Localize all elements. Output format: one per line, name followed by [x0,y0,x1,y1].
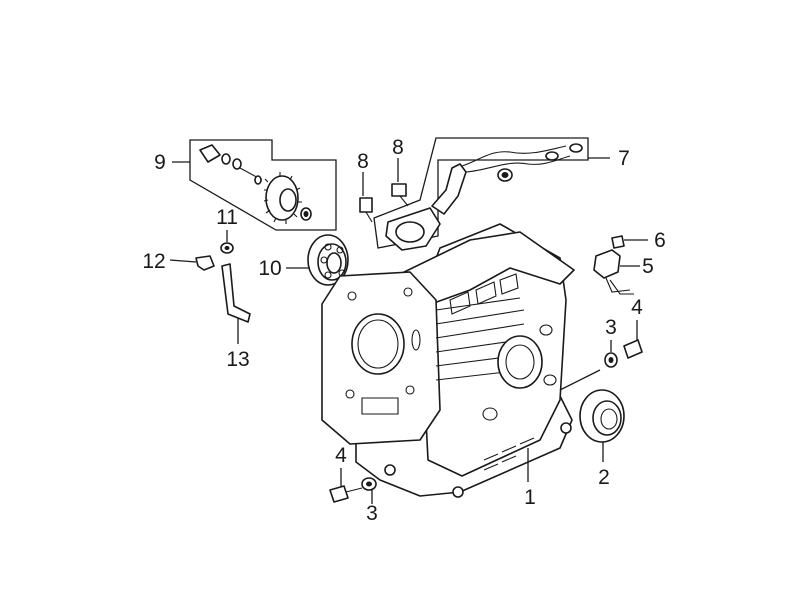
callout-8-right: 8 [392,136,404,159]
retaining-clip [195,255,215,271]
ball-bearing [307,234,349,286]
callout-9: 9 [154,151,166,174]
governor-arm [221,263,251,323]
callout-7: 7 [618,147,630,170]
washer-3-left [361,477,377,504]
callout-10: 10 [258,257,281,280]
governor-assembly [199,144,312,224]
bolt-4-left [329,468,363,503]
callout-4-right: 4 [631,296,643,319]
crankcase [321,223,575,498]
oil-seal [579,389,625,443]
leader-crankcase-to-seal [559,369,601,391]
bolt-4-right [623,320,643,359]
governor-group-bracket [189,139,337,231]
oil-level-sensor [385,143,583,251]
callout-4-left: 4 [335,444,347,467]
callout-5: 5 [642,255,654,278]
bolt-8-right [391,158,409,207]
bolt-8-left [359,172,373,223]
callout-3-right: 3 [605,316,617,339]
bolt-6 [611,235,648,249]
callout-11: 11 [216,206,238,229]
callout-2: 2 [598,466,610,489]
callout-6: 6 [654,229,666,252]
callout-12: 12 [142,250,165,273]
callout-1: 1 [524,486,536,509]
leader-12 [169,259,197,263]
callout-8-left: 8 [357,150,369,173]
callout-3-left: 3 [366,502,378,525]
callout-13: 13 [226,348,249,371]
switch-bracket [593,249,634,295]
oil-sensor-group-bracket [373,137,589,249]
